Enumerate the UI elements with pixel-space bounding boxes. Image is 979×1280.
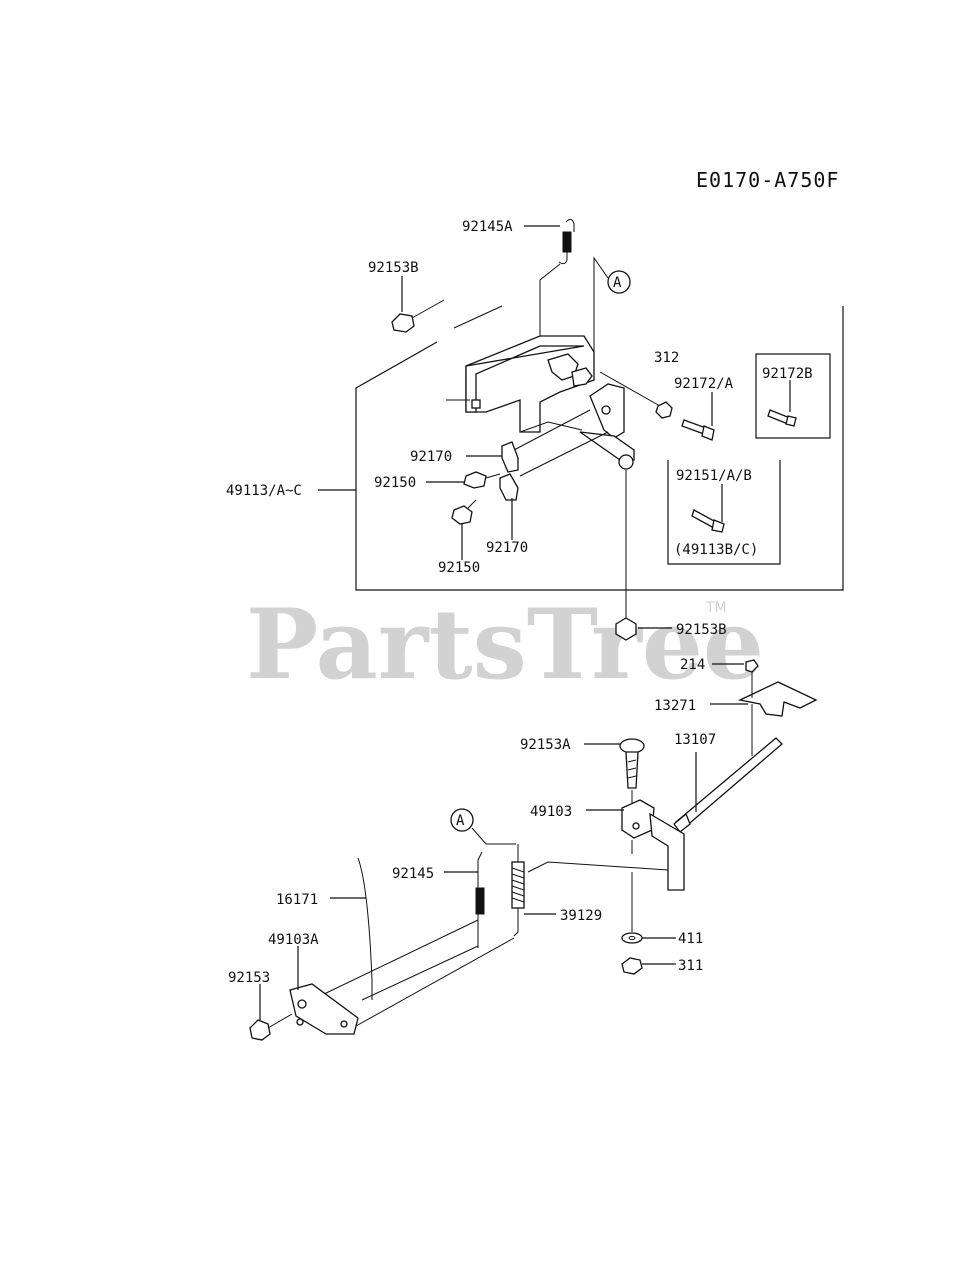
bolt-92150-a [463, 471, 501, 489]
clip-92170-b [499, 473, 519, 501]
callout-a-upper-label: A [613, 275, 622, 291]
label-92172A: 92172/A [674, 376, 734, 392]
label-39129: 39129 [560, 908, 602, 924]
control-plate [446, 335, 661, 477]
label-13271: 13271 [654, 698, 696, 714]
nut-312 [655, 401, 673, 419]
label-49113BC: (49113B/C) [674, 542, 758, 558]
label-214: 214 [680, 657, 705, 673]
watermark-trademark: TM [705, 600, 727, 616]
label-92151: 92151/A/B [676, 468, 752, 484]
callout-a-lower-label: A [456, 813, 465, 829]
parts-tree-watermark: PartsTree [246, 588, 764, 701]
box-92151 [667, 460, 781, 565]
screw-214 [745, 659, 759, 673]
nut-92153B-mid [615, 617, 637, 641]
washer-411 [621, 932, 643, 944]
label-92170-b: 92170 [486, 540, 528, 556]
nut-311 [621, 957, 643, 975]
lever-49103 [527, 799, 685, 891]
plate-13271 [737, 672, 818, 717]
label-92153: 92153 [228, 970, 270, 986]
label-92145A: 92145A [462, 219, 513, 235]
clip-92170-a [501, 441, 519, 473]
label-312: 312 [654, 350, 679, 366]
bolt-92151 [691, 509, 725, 533]
bolt-92153 [249, 1013, 293, 1041]
bolt-92150-b [451, 499, 477, 525]
label-16171: 16171 [276, 892, 318, 908]
spring-39129 [511, 844, 525, 937]
bolt-92172A [681, 419, 715, 441]
label-92153A: 92153A [520, 737, 571, 753]
box-92172B [755, 353, 831, 439]
callout-a-upper [593, 256, 631, 360]
label-92153B-mid: 92153B [676, 622, 727, 638]
rod-16171 [319, 857, 515, 1027]
label-92150-b: 92150 [438, 560, 480, 576]
bolt-92172B [767, 409, 797, 427]
label-92172B: 92172B [762, 366, 813, 382]
assembly-group-bracket [355, 306, 844, 591]
diagram-code: E0170-A750F [696, 168, 839, 192]
label-92145: 92145 [392, 866, 434, 882]
bolt-92153A [619, 738, 645, 804]
bolt-92153B-top [391, 299, 503, 333]
spring-92145 [475, 851, 485, 948]
label-311: 311 [678, 958, 703, 974]
label-92153B-top: 92153B [368, 260, 419, 276]
label-49103: 49103 [530, 804, 572, 820]
callout-a-lower [450, 808, 516, 845]
lever-49103A [289, 983, 359, 1035]
label-13107: 13107 [674, 732, 716, 748]
shaft-13107 [673, 704, 783, 833]
label-49103A: 49103A [268, 932, 319, 948]
label-49113: 49113/A~C [226, 483, 302, 499]
label-92170-a: 92170 [410, 449, 452, 465]
label-92150-a: 92150 [374, 475, 416, 491]
label-411: 411 [678, 931, 703, 947]
